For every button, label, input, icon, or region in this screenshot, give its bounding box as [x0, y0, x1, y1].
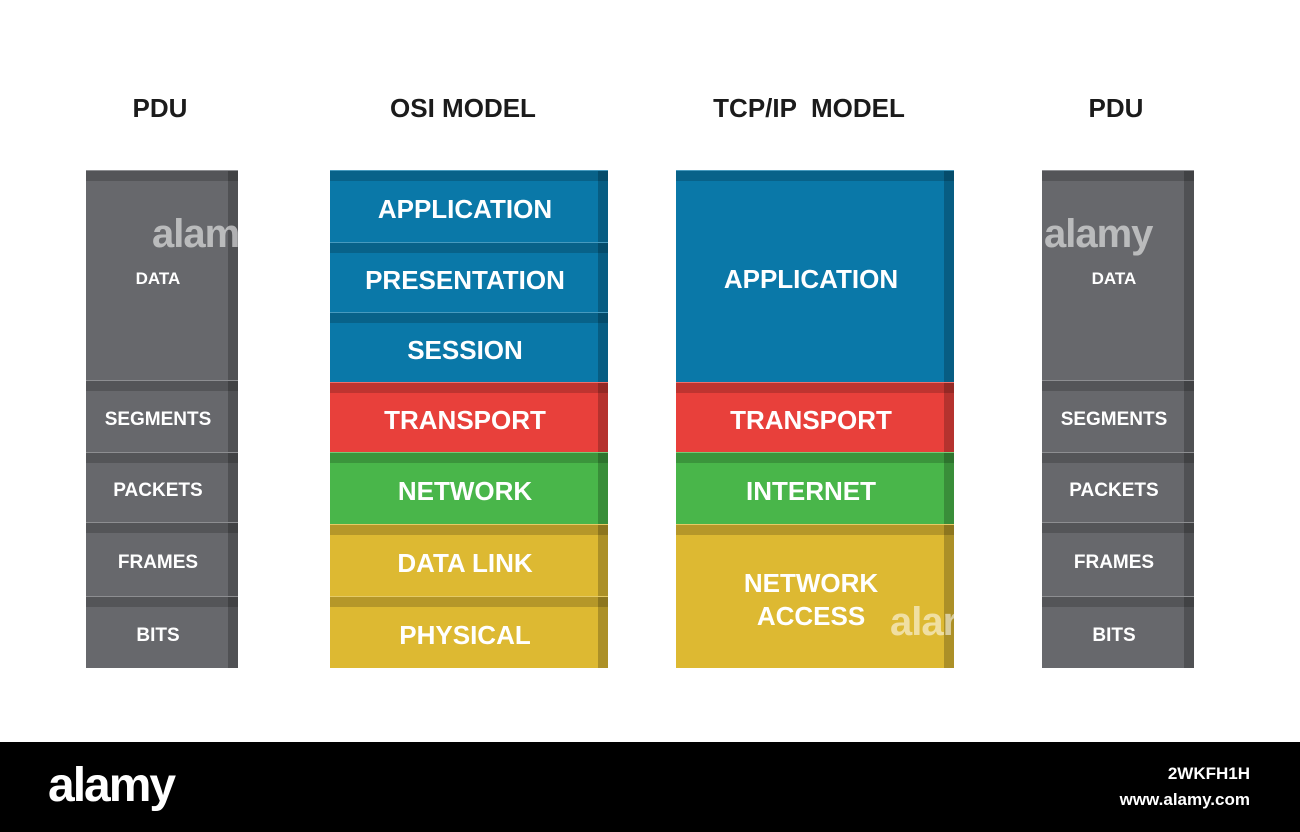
pdu-right-frames: FRAMES [1042, 522, 1194, 596]
osi-network-label: NETWORK [397, 476, 533, 507]
pdu-right-packets: PACKETS [1042, 452, 1194, 522]
tcpip-network-access-layer: NETWORK ACCESS [676, 524, 954, 668]
tcpip-transport-label: TRANSPORT [730, 405, 892, 436]
pdu-left-frames-label: FRAMES [117, 551, 199, 573]
osi-transport-layer: TRANSPORT [330, 382, 608, 452]
tcpip-network-access-label: NETWORK ACCESS [743, 568, 879, 631]
pdu-left-frames: FRAMES [86, 522, 238, 596]
tcpip-model-stack: APPLICATION TRANSPORT INTERNET NETWORK A… [676, 170, 954, 668]
tcpip-transport-layer: TRANSPORT [676, 382, 954, 452]
pdu-right-segments: SEGMENTS [1042, 380, 1194, 452]
osi-model-heading: OSI MODEL [390, 93, 536, 123]
tcpip-application-label: APPLICATION [723, 264, 899, 295]
pdu-right-frames-label: FRAMES [1073, 551, 1155, 573]
pdu-right-data-label: DATA [1091, 268, 1137, 288]
osi-physical-label: PHYSICAL [399, 620, 531, 651]
osi-session-label: SESSION [407, 335, 523, 366]
tcpip-application-layer: APPLICATION [676, 170, 954, 382]
pdu-left-bits-label: BITS [136, 624, 180, 646]
osi-application-layer: APPLICATION [330, 170, 608, 242]
pdu-left-data-label: DATA [135, 268, 181, 288]
pdu-right-data: DATA [1042, 170, 1194, 380]
tcpip-internet-layer: INTERNET [676, 452, 954, 524]
pdu-left-segments-label: SEGMENTS [104, 408, 212, 430]
pdu-left-stack: DATA SEGMENTS PACKETS FRAMES BITS [86, 170, 238, 668]
osi-physical-layer: PHYSICAL [330, 596, 608, 668]
pdu-right-stack: DATA SEGMENTS PACKETS FRAMES BITS [1042, 170, 1194, 668]
site-url: www.alamy.com [1119, 790, 1250, 809]
watermark-footer: alamy 2WKFH1H www.alamy.com [0, 742, 1300, 832]
osi-application-label: APPLICATION [377, 194, 553, 225]
alamy-logo: alamy [48, 759, 176, 812]
osi-model-stack: APPLICATION PRESENTATION SESSION TRANSPO… [330, 170, 608, 668]
pdu-left-data: DATA [86, 170, 238, 380]
pdu-right-bits: BITS [1042, 596, 1194, 668]
tcpip-internet-label: INTERNET [746, 476, 876, 507]
pdu-left-segments: SEGMENTS [86, 380, 238, 452]
osi-network-layer: NETWORK [330, 452, 608, 524]
osi-presentation-layer: PRESENTATION [330, 242, 608, 312]
pdu-right-heading: PDU [1088, 93, 1144, 123]
osi-presentation-label: PRESENTATION [365, 265, 565, 296]
osi-data-link-layer: DATA LINK [330, 524, 608, 596]
pdu-left-packets-label: PACKETS [113, 479, 203, 501]
osi-transport-label: TRANSPORT [384, 405, 546, 436]
pdu-right-packets-label: PACKETS [1069, 479, 1159, 501]
pdu-left-heading: PDU [132, 93, 188, 123]
tcpip-model-heading: TCP/IP MODEL [713, 93, 905, 123]
osi-data-link-label: DATA LINK [397, 548, 533, 579]
pdu-right-bits-label: BITS [1092, 624, 1136, 646]
pdu-right-segments-label: SEGMENTS [1060, 408, 1168, 430]
osi-session-layer: SESSION [330, 312, 608, 382]
pdu-left-packets: PACKETS [86, 452, 238, 522]
image-id: 2WKFH1H [1167, 764, 1250, 783]
pdu-left-bits: BITS [86, 596, 238, 668]
